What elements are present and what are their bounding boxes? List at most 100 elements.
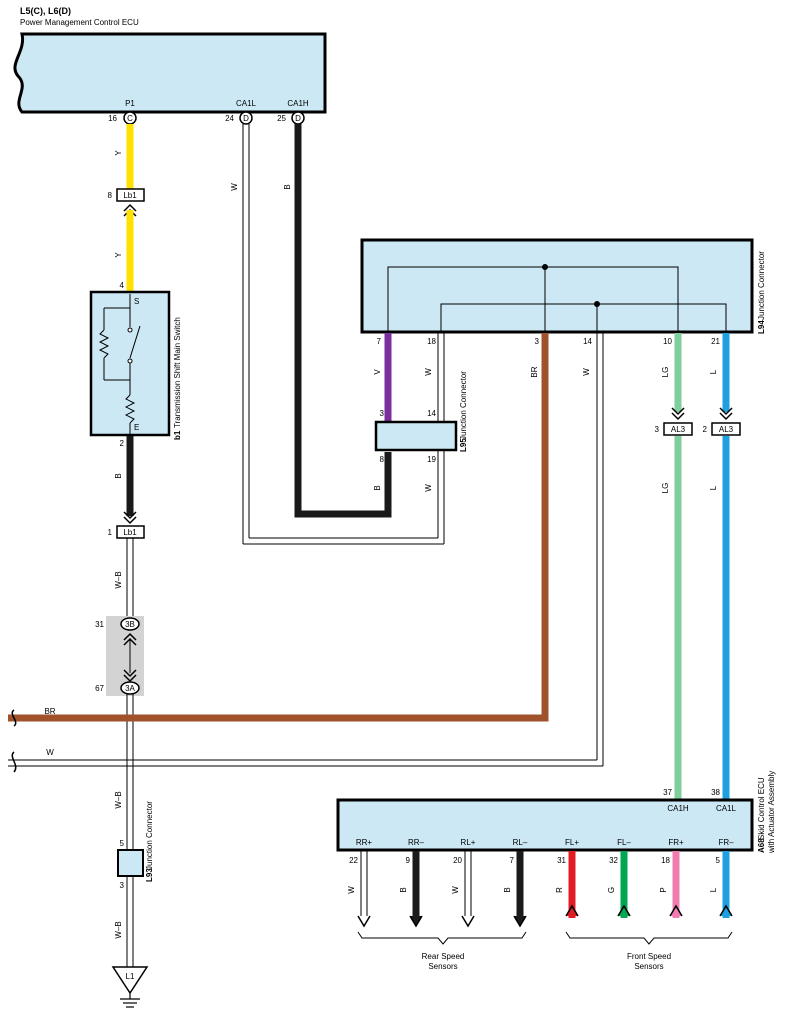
ecu-a68-pin-label: RL+ bbox=[461, 838, 476, 847]
junction-l93-code: L93 bbox=[145, 868, 154, 882]
arrow-down-icon bbox=[357, 915, 371, 928]
wire-label: L bbox=[709, 887, 718, 892]
wire-label-b: B bbox=[373, 485, 382, 490]
arrow-up-icon bbox=[565, 904, 579, 917]
pin-num: 10 bbox=[663, 337, 672, 346]
connector-lb1-top bbox=[116, 188, 145, 202]
ecu-top-name: Power Management Control ECU bbox=[20, 18, 139, 27]
ecu-a68-pin-label: FR+ bbox=[668, 838, 684, 847]
pin-conn-label: C bbox=[127, 114, 133, 123]
connector-al3-l bbox=[711, 422, 741, 436]
ecu-a68-name-2: with Actuator Assembly bbox=[767, 771, 776, 854]
pin-num: 4 bbox=[120, 281, 125, 290]
wire-label-b: B bbox=[283, 184, 292, 189]
arrow-down-icon bbox=[461, 915, 475, 928]
junction-l94-box bbox=[360, 238, 754, 334]
wire-label-lg: LG bbox=[661, 367, 670, 378]
wire-label-l: L bbox=[709, 485, 718, 490]
wire-label-v: V bbox=[373, 369, 382, 375]
ground-icon bbox=[120, 993, 140, 1008]
ecu-a68-pin-label: FL+ bbox=[565, 838, 579, 847]
ecu-a68-pin-label: RR+ bbox=[356, 838, 373, 847]
wire-label-w: W bbox=[424, 484, 433, 492]
pin-num: 24 bbox=[225, 114, 234, 123]
wire-label: W bbox=[451, 886, 460, 894]
wire-label: W bbox=[347, 886, 356, 894]
connector-num: 8 bbox=[108, 191, 113, 200]
pin-num: 21 bbox=[711, 337, 720, 346]
wire-label-wb: W–B bbox=[114, 571, 123, 588]
ecu-top-box bbox=[13, 32, 327, 114]
wire-label: P bbox=[659, 887, 668, 892]
junction-l93-name: Junction Connector bbox=[145, 801, 154, 870]
wire-label-wb: W–B bbox=[114, 791, 123, 808]
junction-l94-name: Junction Connector bbox=[757, 251, 766, 320]
wire-label-w: W bbox=[46, 748, 54, 757]
pin-num: 38 bbox=[711, 788, 720, 797]
splice-dot bbox=[594, 301, 600, 307]
wire-label-br: BR bbox=[44, 707, 55, 716]
splice-dot bbox=[542, 264, 548, 270]
wire-label-wb: W–B bbox=[114, 921, 123, 938]
pin-num: 8 bbox=[380, 455, 385, 464]
pin-num: 14 bbox=[427, 409, 436, 418]
ecu-top-pin-label-ca1h: CA1H bbox=[287, 99, 309, 108]
connector-label: AL3 bbox=[671, 425, 686, 434]
wire-white-black bbox=[126, 538, 134, 617]
wire-white bbox=[437, 333, 445, 422]
arrow-up-icon bbox=[617, 904, 631, 917]
rear-sensors-label-2: Sensors bbox=[428, 962, 457, 971]
wire-white bbox=[242, 124, 444, 545]
wire-brown bbox=[8, 333, 549, 722]
wire-label: B bbox=[503, 887, 512, 892]
front-sensors-label-1: Front Speed bbox=[627, 952, 671, 961]
pin-num: 32 bbox=[609, 856, 618, 865]
junction-l95-code: L95 bbox=[459, 438, 468, 452]
pin-num: 5 bbox=[716, 856, 721, 865]
ecu-a68-name-1: Skid Control ECU bbox=[757, 777, 766, 840]
connector-num: 1 bbox=[108, 528, 113, 537]
junction-l95-box bbox=[374, 420, 458, 452]
chevron-down-icon bbox=[123, 669, 137, 683]
connector-3b bbox=[120, 617, 140, 631]
wire-label-w: W bbox=[582, 368, 591, 376]
pin-num: 14 bbox=[583, 337, 592, 346]
switch-code: b1 bbox=[173, 430, 182, 440]
connector-num: 31 bbox=[95, 620, 104, 629]
connector-label: 3B bbox=[125, 620, 135, 629]
connector-3a bbox=[120, 681, 140, 695]
wire-break-icon bbox=[11, 751, 17, 773]
junction-l93-box bbox=[117, 849, 144, 877]
switch-s-label: S bbox=[134, 297, 139, 306]
pin-num: 20 bbox=[453, 856, 462, 865]
rear-sensors-brace bbox=[357, 931, 527, 945]
chevron-down-icon bbox=[719, 407, 733, 421]
wire-label-y: Y bbox=[114, 150, 123, 156]
wire-label-w: W bbox=[230, 183, 239, 191]
ecu-a68-box bbox=[336, 798, 754, 852]
arrow-up-icon bbox=[669, 904, 683, 917]
arrow-down-icon bbox=[409, 915, 423, 928]
connector-num: 3 bbox=[655, 425, 660, 434]
pin-num: 3 bbox=[120, 881, 125, 890]
wire-white-black bbox=[126, 876, 134, 967]
pin-num: 19 bbox=[427, 455, 436, 464]
ecu-a68-pin-label: FL– bbox=[617, 838, 631, 847]
pin-num: 7 bbox=[510, 856, 515, 865]
switch-name: Transmission Shift Main Switch bbox=[173, 317, 182, 428]
wire-white bbox=[437, 451, 445, 544]
ecu-a68-pin-label: CA1L bbox=[716, 804, 737, 813]
pin-num: 5 bbox=[120, 839, 125, 848]
ecu-a68-code: A68 bbox=[757, 838, 766, 853]
ecu-a68-pin-label: FR– bbox=[718, 838, 734, 847]
pin-num: 7 bbox=[377, 337, 382, 346]
ground-label: L1 bbox=[126, 972, 135, 981]
pin-num: 18 bbox=[427, 337, 436, 346]
chevron-up-icon bbox=[123, 632, 137, 646]
pin-num: 18 bbox=[661, 856, 670, 865]
ground-triangle bbox=[111, 966, 149, 995]
wire-white bbox=[8, 333, 604, 767]
arrow-down-icon bbox=[513, 915, 527, 928]
wire-label-br: BR bbox=[530, 366, 539, 377]
